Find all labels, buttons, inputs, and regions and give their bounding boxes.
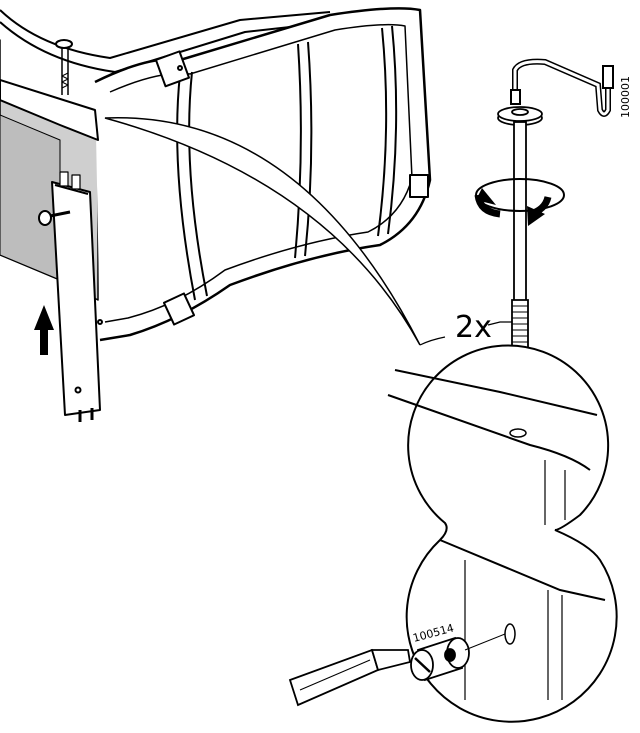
alignment-dashline xyxy=(464,633,506,651)
quantity-leader xyxy=(487,321,512,326)
barrel-nut xyxy=(410,636,470,682)
allen-key-tool xyxy=(510,58,614,117)
up-arrow-icon xyxy=(34,305,54,355)
tool-part-number: 100001 xyxy=(619,76,632,118)
quantity-label: 2x xyxy=(455,310,492,345)
sofa-frame xyxy=(0,7,432,422)
detail-zoom-circles xyxy=(387,344,618,723)
screwdriver xyxy=(288,648,412,707)
clockwise-rotation-icon xyxy=(474,178,565,226)
